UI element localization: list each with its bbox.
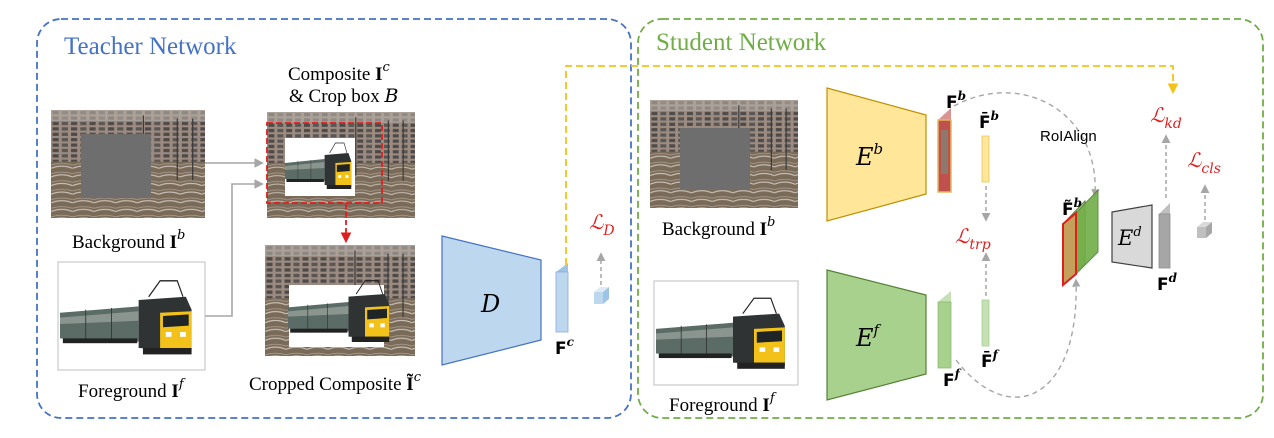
teacher-frame (36, 18, 632, 419)
student-logit-cube (1197, 222, 1212, 238)
teacher-feature-label: Fc (555, 335, 575, 359)
student-fb-tilde-block (1062, 188, 1099, 288)
teacher-loss-label: ℒD (589, 210, 615, 239)
teacher-logit-cube (594, 287, 609, 304)
student-fb-feature-block (937, 108, 952, 193)
foreground-to-composite-arrow (205, 179, 264, 317)
student-fb-tilde-label: F̃b (1062, 196, 1082, 220)
encoder-f-block (826, 269, 927, 401)
crop-box (266, 122, 383, 204)
student-ff-feature-block (937, 291, 952, 369)
composite-image (266, 112, 415, 218)
student-title: Student Network (656, 29, 827, 56)
roialign-label: RoIAlign (1040, 128, 1097, 145)
student-fb-label: Fb (946, 89, 966, 113)
encoder-b-block (826, 87, 927, 222)
roialign-bottom-arrow (955, 278, 1081, 398)
encoder-b-label: Eb (855, 140, 883, 171)
student-gray-mask-icon (680, 128, 750, 190)
encoder-f-label: Ef (855, 321, 882, 352)
student-fd-label: Fd (1157, 271, 1178, 295)
encoder-d-block (1111, 204, 1153, 269)
student-ff-bar-block (981, 299, 990, 347)
student-fd-feature-block (1158, 203, 1171, 269)
discriminator-block (441, 235, 542, 366)
composite-caption-line2: & Crop box B (289, 85, 399, 107)
discriminator-label: D (480, 290, 500, 318)
trp-loss-label: ℒtrp (955, 224, 991, 253)
teacher-foreground-image (57, 261, 206, 371)
student-background-image (650, 100, 798, 208)
student-foreground-image (653, 280, 799, 386)
teacher-background-caption: Background Ib (72, 228, 185, 253)
cls-loss-label: ℒcls (1187, 148, 1221, 177)
student-frame (637, 18, 1264, 419)
teacher-foreground-caption: Foreground If (78, 377, 186, 402)
roialign-top-arrow (953, 92, 1100, 198)
teacher-title: Teacher Network (64, 33, 237, 60)
teacher-feature-block (555, 263, 569, 333)
cropped-composite-caption: Cropped Composite Ĩc (249, 370, 422, 395)
cropped-composite-image (265, 245, 415, 356)
teacher-background-image (51, 110, 205, 218)
composite-caption-line1: Composite Ic (288, 60, 391, 85)
student-foreground-caption: Foreground If (669, 391, 777, 416)
student-fb-bar-block (981, 135, 990, 183)
student-ff-label: Ff (943, 367, 962, 391)
student-fb-bar-label: F̄b (979, 109, 999, 133)
encoder-d-label: Ed (1117, 225, 1142, 250)
student-ff-bar-label: F̄f (981, 348, 1000, 372)
kd-loss-label: ℒkd (1150, 103, 1182, 132)
kd-arrow (565, 65, 1179, 265)
gray-mask-icon (81, 134, 151, 198)
student-background-caption: Background Ib (662, 215, 775, 240)
